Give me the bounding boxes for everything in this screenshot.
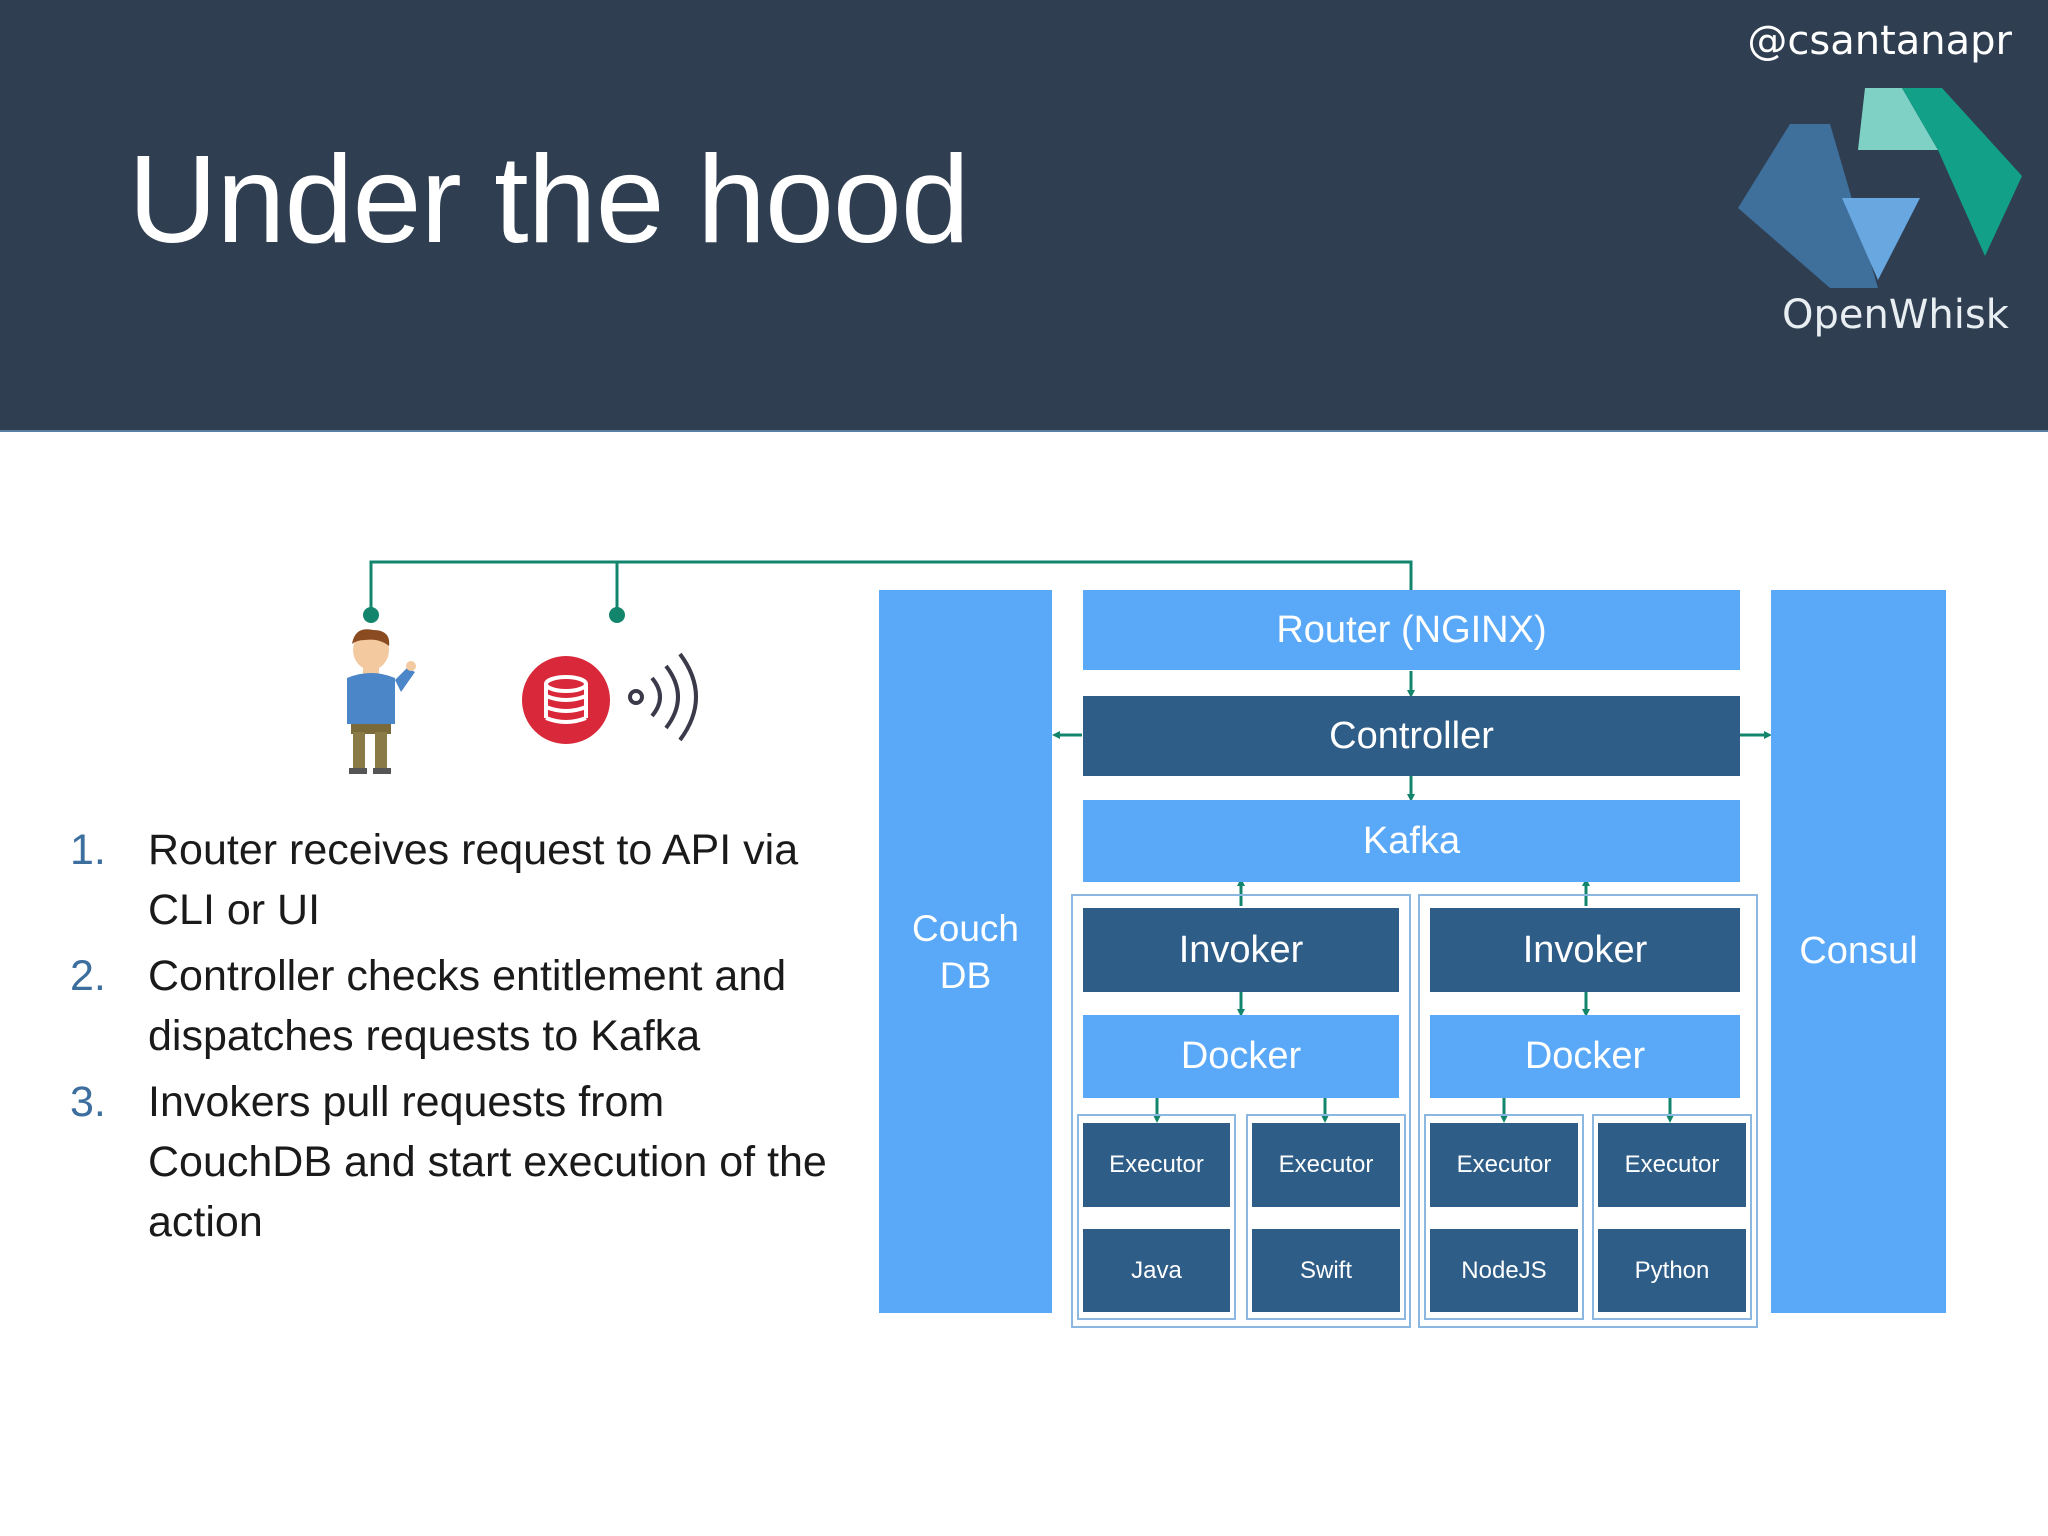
invoker-box-right: Invoker bbox=[1430, 908, 1740, 992]
executor-label: Executor bbox=[1456, 1151, 1552, 1178]
executor-group-java bbox=[1077, 1114, 1236, 1320]
docker-box-left: Docker bbox=[1083, 1015, 1399, 1098]
docker-label: Docker bbox=[1180, 1035, 1302, 1077]
executor-group-swift bbox=[1246, 1114, 1406, 1320]
docker-box-right: Docker bbox=[1430, 1015, 1740, 1098]
step-text: Controller checks entitlement and dispat… bbox=[148, 952, 787, 1060]
invoker-label: Invoker bbox=[1522, 928, 1648, 971]
executor-box: Executor bbox=[1252, 1123, 1400, 1207]
step-item: 2. Controller checks entitlement and disp… bbox=[70, 946, 830, 1066]
runtime-box: Python bbox=[1598, 1229, 1746, 1312]
database-broadcast-icon bbox=[520, 640, 720, 750]
step-number: 1. bbox=[70, 826, 106, 874]
runtime-label: Swift bbox=[1299, 1256, 1352, 1284]
consul-label: Consul bbox=[1799, 930, 1918, 972]
executor-group-python bbox=[1592, 1114, 1752, 1320]
executor-label: Executor bbox=[1624, 1151, 1720, 1178]
executor-box: Executor bbox=[1083, 1123, 1230, 1207]
invoker-group-right bbox=[1418, 894, 1758, 1328]
runtime-label: Python bbox=[1634, 1256, 1710, 1284]
step-item: 3. Invokers pull requests from CouchDB an… bbox=[70, 1072, 830, 1252]
executor-box: Executor bbox=[1430, 1123, 1578, 1207]
couchdb-label: Couch DB bbox=[912, 907, 1019, 996]
logo-text: OpenWhisk bbox=[1782, 292, 2009, 338]
controller-box: Controller bbox=[1083, 696, 1740, 776]
developer-person-icon bbox=[335, 628, 417, 778]
executor-box: Executor bbox=[1598, 1123, 1746, 1207]
executor-group-nodejs bbox=[1424, 1114, 1584, 1320]
slide-title: Under the hood bbox=[128, 131, 970, 269]
runtime-label: NodeJS bbox=[1461, 1256, 1547, 1284]
executor-label: Executor bbox=[1109, 1151, 1204, 1178]
couchdb-column: Couch DB bbox=[879, 590, 1052, 1313]
openwhisk-logo-icon bbox=[1730, 88, 2030, 358]
step-text: Router receives request to API via CLI o… bbox=[148, 826, 799, 934]
runtime-label: Java bbox=[1131, 1256, 1182, 1284]
step-item: 1. Router receives request to API via CLI… bbox=[70, 820, 830, 940]
step-number: 2. bbox=[70, 952, 106, 1000]
invoker-box-left: Invoker bbox=[1083, 908, 1399, 992]
consul-column: Consul bbox=[1771, 590, 1946, 1313]
router-label: Router (NGINX) bbox=[1276, 608, 1547, 651]
invoker-group-left bbox=[1071, 894, 1411, 1328]
invoker-label: Invoker bbox=[1178, 928, 1304, 971]
kafka-label: Kafka bbox=[1362, 819, 1461, 862]
docker-label: Docker bbox=[1524, 1035, 1646, 1077]
runtime-box: NodeJS bbox=[1430, 1229, 1578, 1312]
runtime-box: Swift bbox=[1252, 1229, 1400, 1312]
router-box: Router (NGINX) bbox=[1083, 590, 1740, 670]
controller-label: Controller bbox=[1329, 714, 1494, 757]
step-number: 3. bbox=[70, 1078, 106, 1126]
steps-list: 1. Router receives request to API via CLI… bbox=[70, 820, 830, 1258]
runtime-box: Java bbox=[1083, 1229, 1230, 1312]
slide-header: Under the hood @csantanapr OpenWhisk bbox=[0, 0, 2048, 432]
author-handle: @csantanapr bbox=[1747, 18, 2012, 64]
kafka-box: Kafka bbox=[1083, 800, 1740, 882]
executor-label: Executor bbox=[1278, 1151, 1374, 1178]
step-text: Invokers pull requests from CouchDB and … bbox=[148, 1078, 827, 1246]
